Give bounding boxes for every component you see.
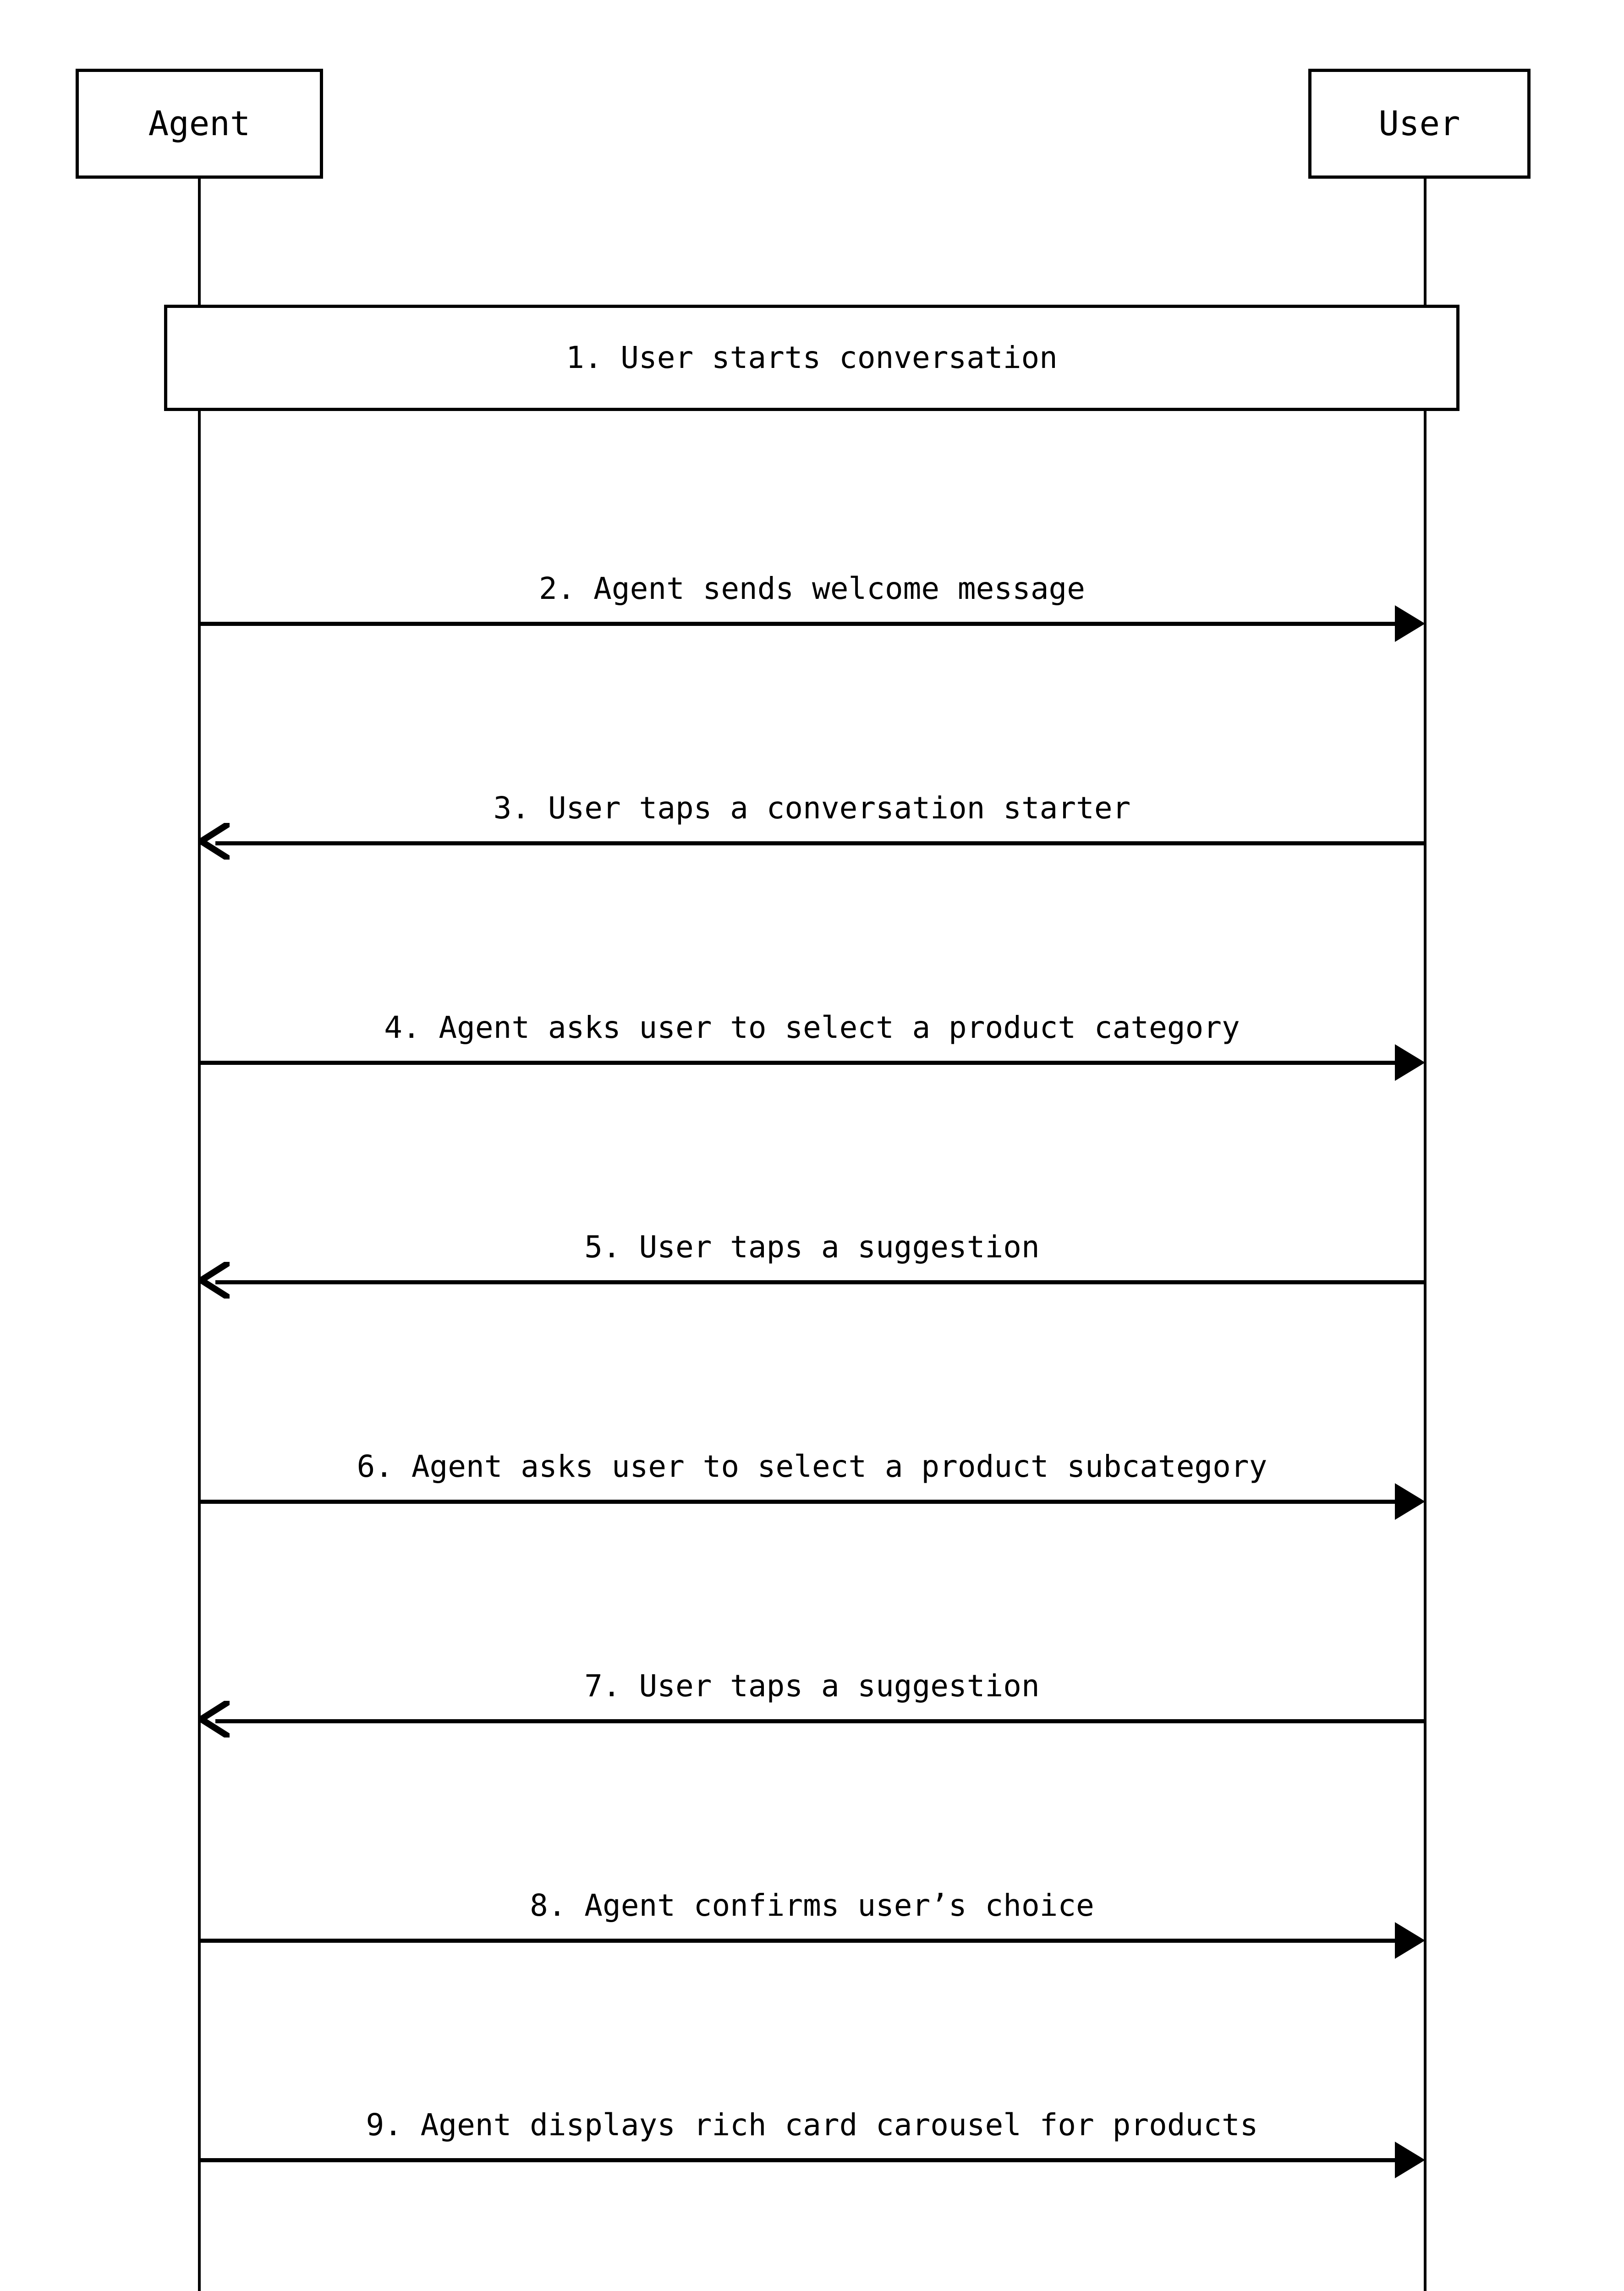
message-8-arrowhead-icon [1395, 1922, 1425, 1959]
lifeline-agent [198, 179, 201, 2291]
message-2-arrowhead-icon [1395, 605, 1425, 642]
message-7-line [215, 1719, 1425, 1723]
message-5-arrowhead-icon [199, 1262, 230, 1299]
message-7-label: 7. User taps a suggestion [584, 1668, 1040, 1704]
participant-user-top-label: User [1378, 104, 1460, 143]
message-6-label: 6. Agent asks user to select a product s… [357, 1449, 1267, 1484]
message-8-label: 8. Agent confirms user’s choice [530, 1888, 1094, 1923]
message-8-line [199, 1939, 1399, 1943]
note-user-starts-conversation[interactable]: 1. User starts conversation [164, 305, 1459, 411]
message-5-line [215, 1280, 1425, 1284]
participant-agent-top[interactable]: Agent [76, 69, 323, 179]
message-7-arrowhead-icon [199, 1701, 230, 1737]
message-9-label: 9. Agent displays rich card carousel for… [366, 2107, 1258, 2143]
lifeline-user [1424, 179, 1426, 2291]
message-2-line [199, 622, 1399, 626]
message-2-label: 2. Agent sends welcome message [538, 571, 1086, 606]
message-6-line [199, 1500, 1399, 1504]
message-4-arrowhead-icon [1395, 1044, 1425, 1081]
message-3-label: 3. User taps a conversation starter [493, 790, 1131, 826]
message-9-line [199, 2158, 1399, 2162]
participant-agent-top-label: Agent [148, 104, 251, 143]
message-6-arrowhead-icon [1395, 1483, 1425, 1520]
message-4-line [199, 1061, 1399, 1065]
message-3-line [215, 841, 1425, 845]
message-9-arrowhead-icon [1395, 2142, 1425, 2178]
participant-user-top[interactable]: User [1308, 69, 1531, 179]
note-label: 1. User starts conversation [566, 340, 1058, 376]
message-3-arrowhead-icon [199, 823, 230, 860]
message-4-label: 4. Agent asks user to select a product c… [384, 1010, 1240, 1045]
message-5-label: 5. User taps a suggestion [584, 1229, 1040, 1265]
